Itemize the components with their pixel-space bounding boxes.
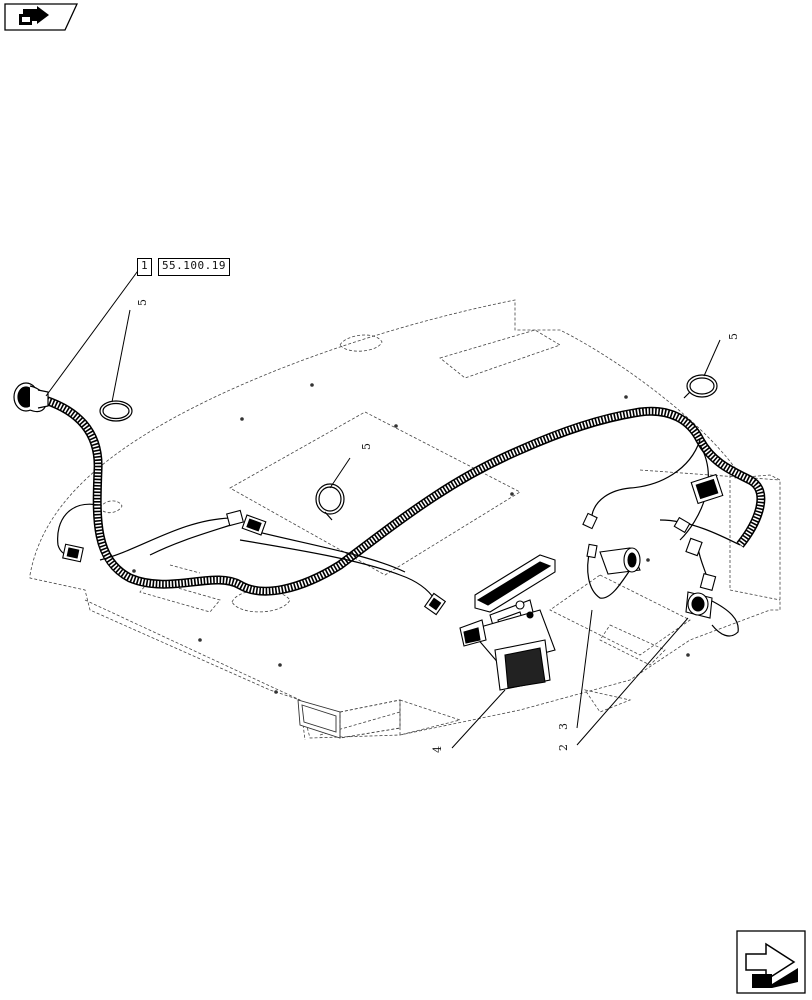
floor-crossmember — [297, 699, 401, 739]
callout-5-right: 5 — [727, 333, 740, 340]
branch-wires — [57, 439, 741, 637]
reference-item-box[interactable]: 1 — [137, 258, 152, 276]
floor-holes — [132, 383, 690, 694]
clamps-item-5 — [99, 374, 718, 521]
next-page-arrow-icon[interactable] — [736, 930, 806, 994]
callout-3: 3 — [557, 723, 570, 730]
connector-tail — [423, 592, 447, 616]
floor-plate — [29, 299, 781, 741]
sensor-item-3 — [599, 547, 641, 575]
parts-catalog-arrow-icon[interactable] — [4, 3, 79, 31]
connector-left — [62, 543, 84, 563]
callout-2: 2 — [557, 744, 570, 751]
connector-right-cluster — [582, 473, 724, 591]
pedal-assembly-item-4 — [459, 554, 556, 691]
connector-mid — [226, 509, 267, 536]
leader-lines — [45, 267, 721, 749]
reference-group-code[interactable]: 55.100.19 — [158, 258, 230, 276]
grommet-connector — [13, 382, 49, 413]
sensor-item-2 — [685, 591, 713, 619]
callout-4: 4 — [431, 746, 444, 753]
callout-5-left: 5 — [136, 299, 149, 306]
callout-5-center: 5 — [360, 443, 373, 450]
main-harness — [43, 395, 766, 596]
